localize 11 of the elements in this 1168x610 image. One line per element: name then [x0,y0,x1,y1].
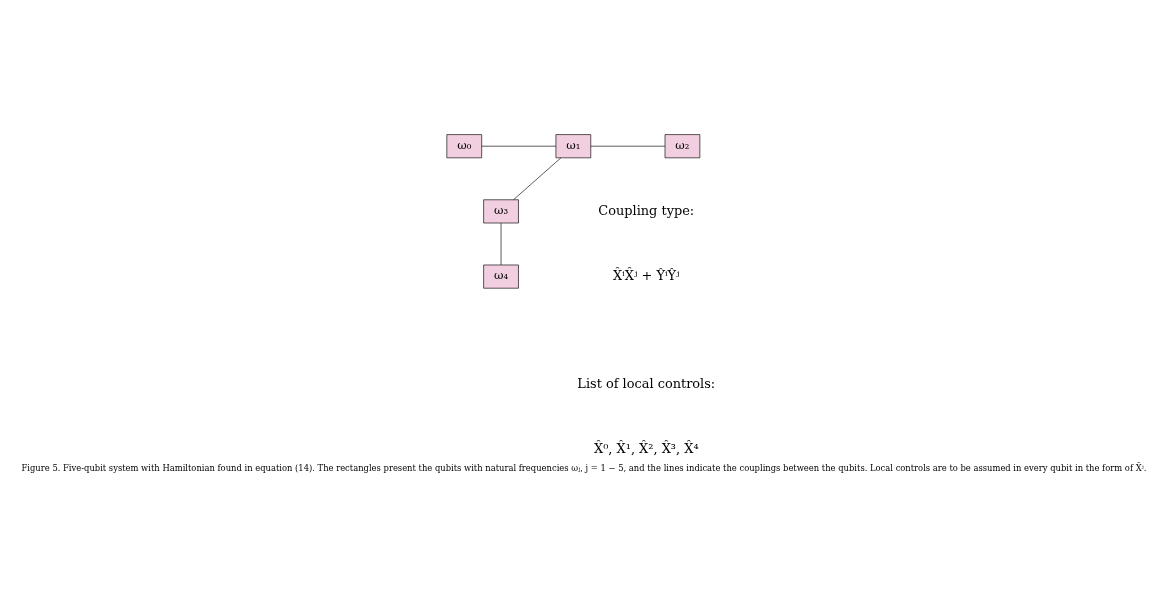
label: List of local controls: [577,375,716,391]
connector [513,157,562,201]
node-box: ω₄ [483,264,519,289]
node-box: ω₁ [555,134,592,159]
label: X̂ⁱX̂ʲ + ŶⁱŶʲ [613,267,680,283]
node-box: ω₀ [446,134,482,159]
label: X̂⁰, X̂¹, X̂², X̂³, X̂⁴ [593,440,699,456]
node-box: ω₃ [483,199,519,224]
label: Coupling type: [598,202,695,218]
caption: Figure 5. Five-qubit system with Hamiltonian found in equation (14). The rectangles present the qubits with natural frequencies ωⱼ, j = 1 − 5, and the lines indicate the couplings between the qubits. Local controls are to be assumed in every qubit in the form of X̂ʲ. [21,462,1147,473]
node-box: ω₂ [664,134,701,159]
